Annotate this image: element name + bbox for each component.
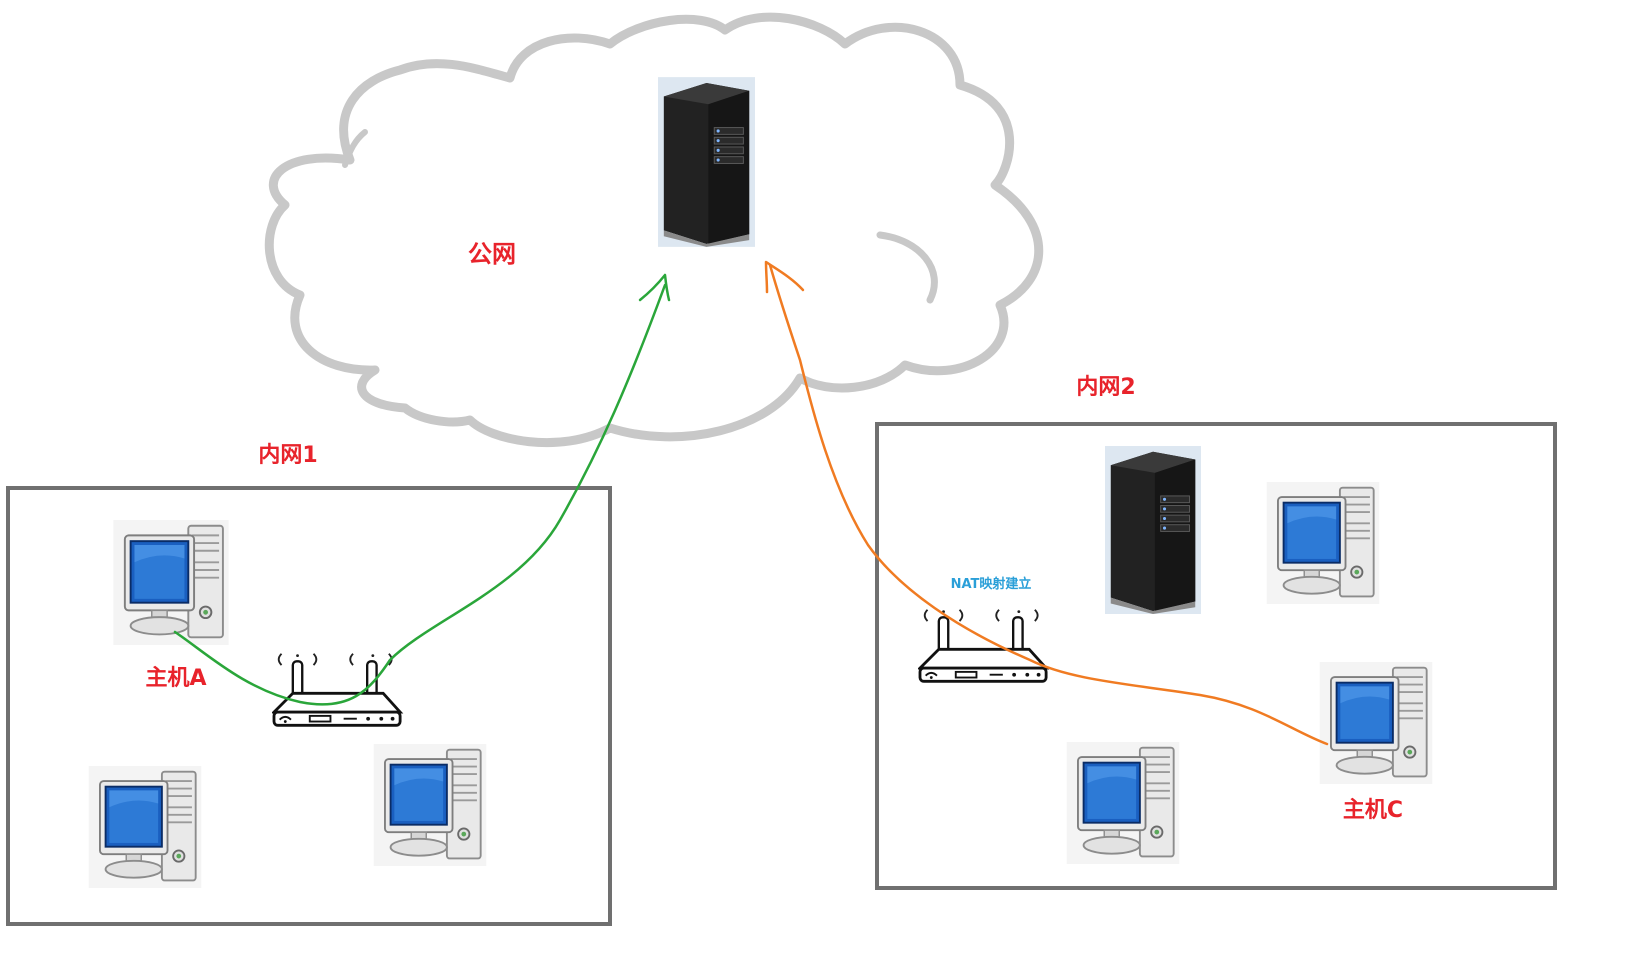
lan1-label: 内网1 bbox=[258, 443, 317, 468]
host-a-connection-path bbox=[173, 283, 667, 706]
computer-icon bbox=[1318, 662, 1434, 784]
computer-icon bbox=[1065, 742, 1181, 864]
public-network-label: 公网 bbox=[468, 240, 516, 268]
computer-icon bbox=[1265, 482, 1381, 604]
server-icon bbox=[1105, 445, 1201, 615]
arrow-icon bbox=[638, 273, 671, 302]
router-icon bbox=[918, 608, 1048, 683]
computer-icon bbox=[372, 744, 488, 866]
router-icon bbox=[272, 652, 402, 727]
host-c-connection-path bbox=[768, 263, 1329, 746]
lan2-boundary bbox=[875, 422, 1557, 890]
host-a-label: 主机A bbox=[145, 666, 206, 691]
nat-mapping-label: NAT映射建立 bbox=[951, 576, 1032, 592]
cloud-icon bbox=[264, 12, 1044, 448]
lan1-boundary bbox=[6, 486, 612, 926]
arrow-icon bbox=[764, 260, 805, 294]
computer-icon bbox=[113, 520, 229, 645]
server-icon bbox=[658, 76, 755, 248]
lan2-label: 内网2 bbox=[1076, 375, 1135, 400]
host-c-label: 主机C bbox=[1343, 798, 1403, 823]
computer-icon bbox=[87, 766, 203, 888]
